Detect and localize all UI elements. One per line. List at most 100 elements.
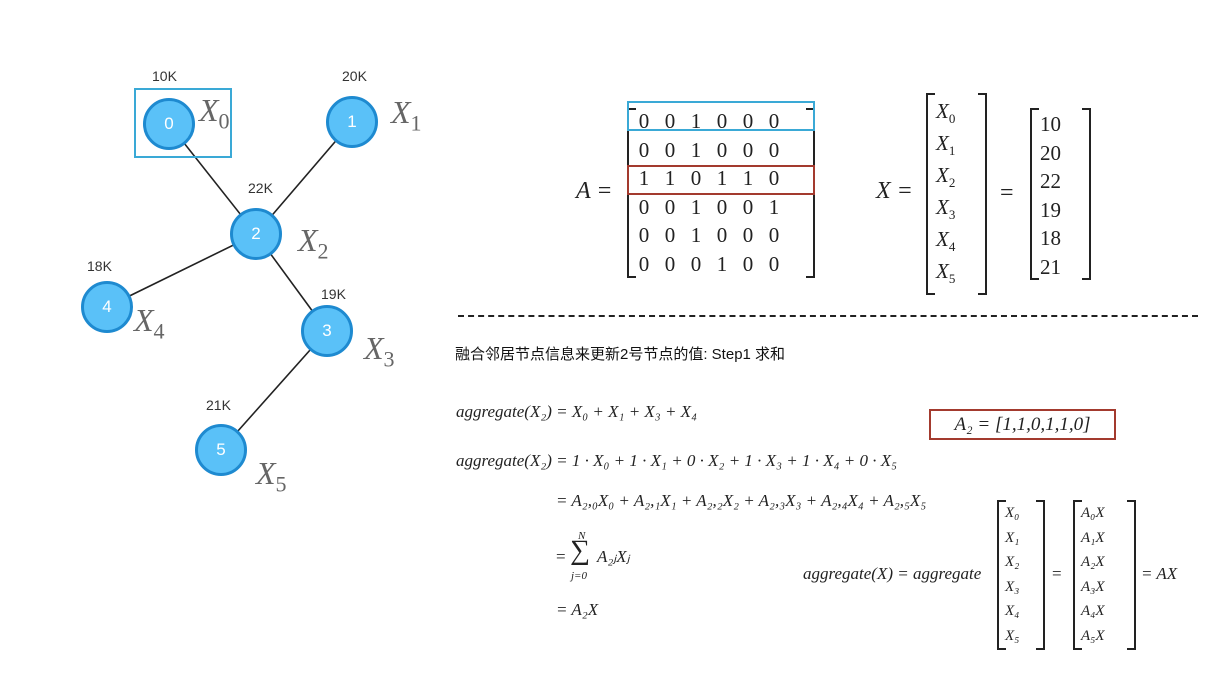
agg-col2-entry: A₁X bbox=[1081, 529, 1105, 546]
agg-col2: A₀X A₁X A₂X A₃X A₄X A₅X bbox=[1081, 501, 1105, 648]
agg-col1-entry: X₃ bbox=[1005, 578, 1020, 595]
matrix-a-cell: 0 bbox=[664, 194, 676, 219]
vector-x-symbol: X5 bbox=[936, 259, 956, 287]
a2-vector-box: A₂ = [1,1,0,1,1,0] bbox=[929, 409, 1116, 440]
node-var-label-1: X1 bbox=[391, 94, 422, 136]
matrix-a-cell: 0 bbox=[638, 194, 650, 219]
matrix-a-cell: 0 bbox=[664, 109, 676, 133]
matrix-a-cell: 1 bbox=[664, 166, 676, 190]
matrix-a-cell: 1 bbox=[690, 137, 702, 162]
vector-equals: = bbox=[1000, 180, 1014, 206]
agg-col2-entry: A₄X bbox=[1081, 603, 1105, 619]
vector-x-value: 18 bbox=[1040, 226, 1061, 250]
graph-node-1[interactable]: 1 bbox=[326, 96, 378, 148]
matrix-a-cell: 0 bbox=[742, 251, 754, 276]
agg-rhs: = AX bbox=[1141, 564, 1178, 583]
node-weight-4: 18K bbox=[87, 258, 112, 274]
agg-equals: = bbox=[1052, 564, 1062, 583]
matrix-a-cell: 0 bbox=[716, 223, 728, 247]
formula-aggregate-x2: aggregate(X₂) = X₀ + X₁ + X₃ + X₄ bbox=[456, 402, 697, 421]
matrix-a-row2-highlight bbox=[627, 165, 815, 195]
matrix-a-cell: 0 bbox=[768, 166, 780, 190]
vector-x-value: 22 bbox=[1040, 169, 1061, 193]
vector-x-value: 21 bbox=[1040, 254, 1061, 279]
node-weight-1: 20K bbox=[342, 68, 367, 84]
matrix-a-cell: 0 bbox=[742, 137, 754, 162]
formula-sum-top: N bbox=[578, 530, 586, 542]
node-weight-2: 22K bbox=[248, 180, 273, 196]
matrix-a-cell: 0 bbox=[768, 109, 780, 133]
graph-node-5[interactable]: 5 bbox=[195, 424, 247, 476]
matrix-a-row0-highlight bbox=[627, 101, 815, 131]
matrix-a-cell: 0 bbox=[664, 251, 676, 276]
formula-aggregate-x2-weights: aggregate(X₂) = 1 · X₀ + 1 · X₁ + 0 · X₂… bbox=[456, 451, 898, 470]
formula-sum-term: A₂ⱼXⱼ bbox=[597, 547, 630, 566]
matrix-a-cell: 0 bbox=[716, 137, 728, 162]
agg-col2-entry: A₂X bbox=[1081, 554, 1105, 570]
matrix-a-label: A = bbox=[576, 178, 613, 204]
node0-highlight-box bbox=[134, 88, 232, 158]
matrix-a-cell: 0 bbox=[716, 109, 728, 133]
section-divider bbox=[458, 315, 1198, 317]
matrix-a-cell: 0 bbox=[638, 137, 650, 162]
vector-x-symbol: X4 bbox=[936, 227, 956, 255]
vector-x-symbol: X2 bbox=[936, 163, 956, 191]
vector-x-value: 19 bbox=[1040, 197, 1061, 222]
matrix-a-cell: 0 bbox=[664, 137, 676, 162]
graph-node-2[interactable]: 2 bbox=[230, 208, 282, 260]
matrix-a-cell: 1 bbox=[716, 166, 728, 190]
agg-col2-entry: A₅X bbox=[1081, 627, 1105, 644]
matrix-a-cell: 0 bbox=[716, 194, 728, 219]
node-var-label-2: X2 bbox=[298, 222, 329, 264]
matrix-a-cell: 0 bbox=[690, 251, 702, 276]
vector-x-value: 10 bbox=[1040, 112, 1061, 136]
agg-col2-right-bracket bbox=[1127, 500, 1136, 650]
matrix-a-cell: 0 bbox=[742, 194, 754, 219]
vector-x-symbol: X3 bbox=[936, 195, 956, 223]
agg-col1-entry: X₀ bbox=[1005, 505, 1020, 521]
vector-x-values: 10 20 22 19 18 21 bbox=[1040, 110, 1061, 281]
graph-node-4[interactable]: 4 bbox=[81, 281, 133, 333]
matrix-a-cell: 1 bbox=[690, 194, 702, 219]
agg-col2-left-bracket bbox=[1073, 500, 1082, 650]
matrix-a-cell: 0 bbox=[742, 223, 754, 247]
node-var-label-0: X0 bbox=[199, 92, 230, 134]
vector-x-left-bracket bbox=[926, 93, 935, 295]
edge-2-4 bbox=[106, 233, 257, 308]
matrix-a-cell: 0 bbox=[638, 223, 650, 247]
graph-node-0[interactable]: 0 bbox=[143, 98, 195, 150]
matrix-a-cell: 0 bbox=[638, 109, 650, 133]
agg-col2-entry: A₃X bbox=[1081, 578, 1105, 595]
node-weight-3: 19K bbox=[321, 286, 346, 302]
vector-x-symbol: X0 bbox=[936, 99, 956, 127]
matrix-a-cell: 0 bbox=[664, 223, 676, 247]
matrix-a-cell: 0 bbox=[742, 109, 754, 133]
matrix-a-cell: 1 bbox=[716, 251, 728, 276]
formula-sum-bottom: j=0 bbox=[571, 570, 587, 582]
graph-node-3[interactable]: 3 bbox=[301, 305, 353, 357]
agg-col1-entry: X₅ bbox=[1005, 627, 1020, 644]
matrix-a-cell: 1 bbox=[768, 194, 780, 219]
formula-adjacency-expansion: = A₂,₀X₀ + A₂,₁X₁ + A₂,₂X₂ + A₂,₃X₃ + A₂… bbox=[556, 491, 927, 510]
agg-col1-entry: X₁ bbox=[1005, 529, 1020, 546]
step-title: 融合邻居节点信息来更新2号节点的值: Step1 求和 bbox=[455, 346, 786, 363]
matrix-a-cell: 0 bbox=[768, 223, 780, 247]
node-var-label-3: X3 bbox=[364, 330, 395, 372]
matrix-a-cell: 1 bbox=[742, 166, 754, 190]
agg-col1-entry: X₂ bbox=[1005, 554, 1020, 570]
matrix-a-cell: 1 bbox=[638, 166, 650, 190]
formula-a2x: = A₂X bbox=[556, 600, 599, 619]
vector-x-value: 20 bbox=[1040, 140, 1061, 165]
vector-values-left-bracket bbox=[1030, 108, 1039, 280]
agg-col2-entry: A₀X bbox=[1081, 505, 1105, 521]
node-weight-0: 10K bbox=[152, 68, 177, 84]
formula-sum-symbol: ∑ bbox=[570, 535, 590, 566]
matrix-a-cell: 0 bbox=[768, 251, 780, 276]
